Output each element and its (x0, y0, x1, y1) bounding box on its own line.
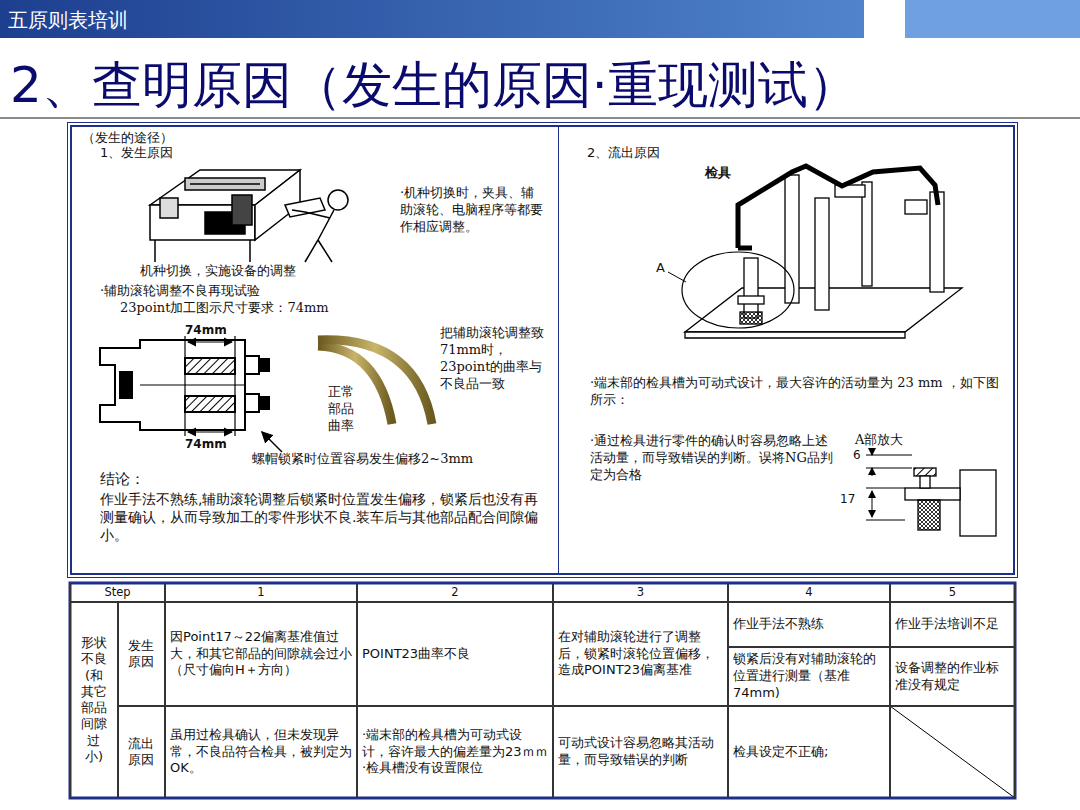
header-band: 五原则表培训 (0, 0, 1080, 38)
table-cell: 流出原因 (118, 706, 165, 798)
cell-text: ·端末部的检具槽为可动式设计，容许最大的偏差量为23ｍｍ·检具槽没有设置限位 (362, 727, 548, 778)
table-cell: ·端末部的检具槽为可动式设计，容许最大的偏差量为23ｍｍ·检具槽没有设置限位 (357, 706, 553, 798)
table-cell: 发生原因 (118, 602, 165, 706)
node-text: ·通过检具进行零件的确认时容易忽略上述活动量，而导致错误的判断。误将NG品判定为… (590, 433, 840, 484)
cell-text: 虽用过检具确认，但未发现异常，不良品符合检具，被判定为OK。 (170, 727, 352, 778)
table-cell: 因Point17～22偏离基准值过大，和其它部品的间隙就会过小（尺寸偏向H＋方向… (165, 602, 357, 706)
node-text: 2、流出原因 (587, 145, 660, 162)
node-text: 正常部品曲率 (328, 384, 358, 435)
table-cell: 锁紧后没有对辅助滚轮的位置进行测量（基准74mm) (728, 647, 890, 706)
node-text: 结论： (100, 470, 145, 490)
cell-text: 设备调整的作业标准没有规定 (895, 660, 1010, 694)
node-text: A部放大 (855, 432, 903, 449)
node-text: 1、发生原因 (100, 145, 173, 162)
panel-half: 1、发生原因 ·机种切换时，夹具、辅助滚轮、电脑程序等都要作相应调整。机种切换，实… (72, 127, 559, 573)
table-frame (70, 583, 1015, 798)
table-cell: 形状不良(和其它部品间隙过小) (70, 602, 118, 798)
cause-panel: （发生的途径）1、发生原因 ·机种切换时，夹具、辅助滚轮、电脑程序等都要作相应调整… (70, 125, 1015, 575)
table-cell: 作业手法培训不足 (890, 602, 1015, 647)
cell-text: POINT23曲率不良 (362, 646, 470, 663)
node-text: 五原则表培训 (8, 7, 128, 33)
cell-text: 因Point17～22偏离基准值过大，和其它部品的间隙就会过小（尺寸偏向H＋方向… (170, 629, 352, 680)
panel-half: 2、流出原因检具 A ·端末部的检具槽为可动式设计，最大容许的活动量为 23 mm … (559, 127, 1013, 573)
cell-text: 发生原因 (128, 638, 155, 671)
table-cell: POINT23曲率不良 (357, 602, 553, 706)
node-text: 机种切换，实施设备的调整 (140, 263, 296, 280)
table-cell: 可动式设计容易忽略其活动量，而导致错误的判断 (553, 706, 728, 798)
detail-circle (682, 252, 794, 328)
node-text: 作业手法不熟练,辅助滚轮调整后锁紧时位置发生偏移，锁紧后也没有再测量确认，从而导… (100, 490, 550, 545)
table-cell: Step (70, 583, 165, 602)
node-text: ·机种切换时，夹具、辅助滚轮、电脑程序等都要作相应调整。 (400, 185, 545, 236)
slide-title: 2、查明原因（发生的原因·重现测试） (10, 52, 858, 119)
title-rule (0, 117, 1080, 119)
node-text: 螺帽锁紧时位置容易发生偏移2~3mm (252, 451, 473, 468)
node-text: 74mm (185, 437, 227, 453)
table-cell: 4 (728, 583, 890, 602)
cell-text: 锁紧后没有对辅助滚轮的位置进行测量（基准74mm) (733, 651, 885, 702)
node-text: （发生的途径） (82, 130, 173, 147)
node-text: A (656, 260, 665, 277)
table-cell: 1 (165, 583, 357, 602)
node-text: 17 (840, 492, 855, 508)
fixture-wire (738, 166, 938, 248)
node-text: 74mm (185, 323, 227, 339)
cell-text: Step (104, 585, 130, 600)
empty-cell (890, 706, 1015, 798)
node-text: 23point加工图示尺寸要求：74mm (120, 300, 329, 317)
table-cell: 作业手法不熟练 (728, 602, 890, 647)
node-text: 6 (853, 448, 861, 464)
node-text: 把辅助滚轮调整致71mm时，23point的曲率与不良品一致 (440, 325, 548, 393)
table-cell: 设备调整的作业标准没有规定 (890, 647, 1015, 706)
table-cell: 检具设定不正确; (728, 706, 890, 798)
leader-line (668, 272, 686, 282)
empty-cell-diagonal (890, 706, 1015, 798)
node-text: ·辅助滚轮调整不良再现试验 (100, 283, 260, 300)
detail-a-zoom (905, 468, 996, 536)
dimension-74mm (185, 336, 282, 452)
inspection-fixture (685, 175, 962, 338)
machine-sketch (150, 170, 325, 262)
table-cell: 在对辅助滚轮进行了调整后，锁紧时滚轮位置偏移，造成POINT23偏离基准 (553, 602, 728, 706)
cell-text: 4 (805, 585, 812, 600)
cell-text: 作业手法培训不足 (895, 616, 999, 633)
cell-text: 可动式设计容易忽略其活动量，而导致错误的判断 (558, 735, 723, 769)
cell-text: 3 (637, 585, 644, 600)
table-cell: 虽用过检具确认，但未发现异常，不良品符合检具，被判定为OK。 (165, 706, 357, 798)
node-text: ·端末部的检具槽为可动式设计，最大容许的活动量为 23 mm ，如下图所示： (590, 375, 1000, 409)
cell-text: 检具设定不正确; (733, 744, 828, 761)
cell-text: 流出原因 (128, 736, 155, 769)
cell-text: 在对辅助滚轮进行了调整后，锁紧时滚轮位置偏移，造成POINT23偏离基准 (558, 629, 723, 680)
table-cell: 3 (553, 583, 728, 602)
cell-text: 1 (257, 585, 264, 600)
zoom-dimensions (866, 448, 912, 520)
cell-text: 作业手法不熟练 (733, 616, 824, 633)
operator-figure (292, 190, 348, 262)
table-cell: 5 (890, 583, 1015, 602)
node-text: 检具 (705, 165, 731, 182)
cell-text: 5 (949, 585, 956, 600)
cell-text: 2 (451, 585, 458, 600)
cell-text: 形状不良(和其它部品间隙过小) (81, 635, 108, 765)
table-cell: 2 (357, 583, 553, 602)
